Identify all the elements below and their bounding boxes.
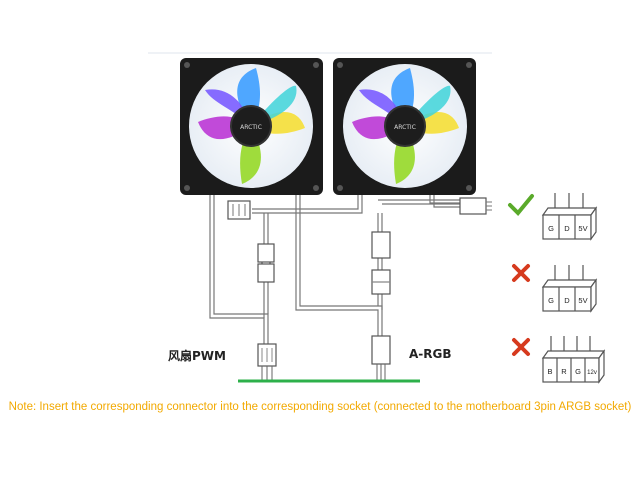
argb-splitter (371, 231, 391, 295)
cross-icon (512, 264, 530, 282)
fan-right-logo: ARCTIC (394, 124, 416, 131)
fan-right-argb-cable (429, 195, 460, 204)
check-icon (508, 194, 534, 216)
header-1-pin-3: 5V (578, 224, 587, 233)
header-3-pin-3: G (575, 367, 581, 376)
header-2-pin-2: D (564, 296, 570, 305)
header-wrong-2 (541, 336, 606, 384)
header-1-pin-2: D (564, 224, 570, 233)
fan-left-pwm-cable (209, 195, 265, 344)
header-3-pin-1: B (547, 367, 552, 376)
fan-right: ARCTIC (333, 58, 476, 195)
argb-fan-connector (459, 197, 492, 215)
header-2-pin-3: 5V (578, 296, 587, 305)
connection-note: Note: Insert the corresponding connector… (8, 401, 632, 413)
argb-end-connector (371, 335, 391, 380)
pwm-fan-connector (227, 200, 251, 220)
fan-right-pwm-cable (252, 195, 359, 210)
pwm-end-connector (257, 343, 277, 380)
header-2-pin-1: G (548, 296, 554, 305)
header-3-pin-4: 12v (587, 370, 597, 376)
pwm-splitter (257, 243, 275, 283)
fan-left-hub (230, 105, 272, 147)
fan-left: ARCTIC (180, 58, 323, 195)
header-correct (541, 193, 598, 241)
fan-left-logo: ARCTIC (240, 124, 262, 131)
cables (209, 195, 460, 344)
header-3-pin-2: R (561, 367, 567, 376)
header-1-pin-1: G (548, 224, 554, 233)
fan-right-hub (384, 105, 426, 147)
fan-left-argb-cable (295, 195, 379, 336)
header-wrong-1 (541, 265, 598, 313)
argb-label: A-RGB (409, 347, 452, 361)
cross-icon (512, 338, 530, 356)
fan-pwm-label: 风扇PWM (168, 349, 226, 363)
